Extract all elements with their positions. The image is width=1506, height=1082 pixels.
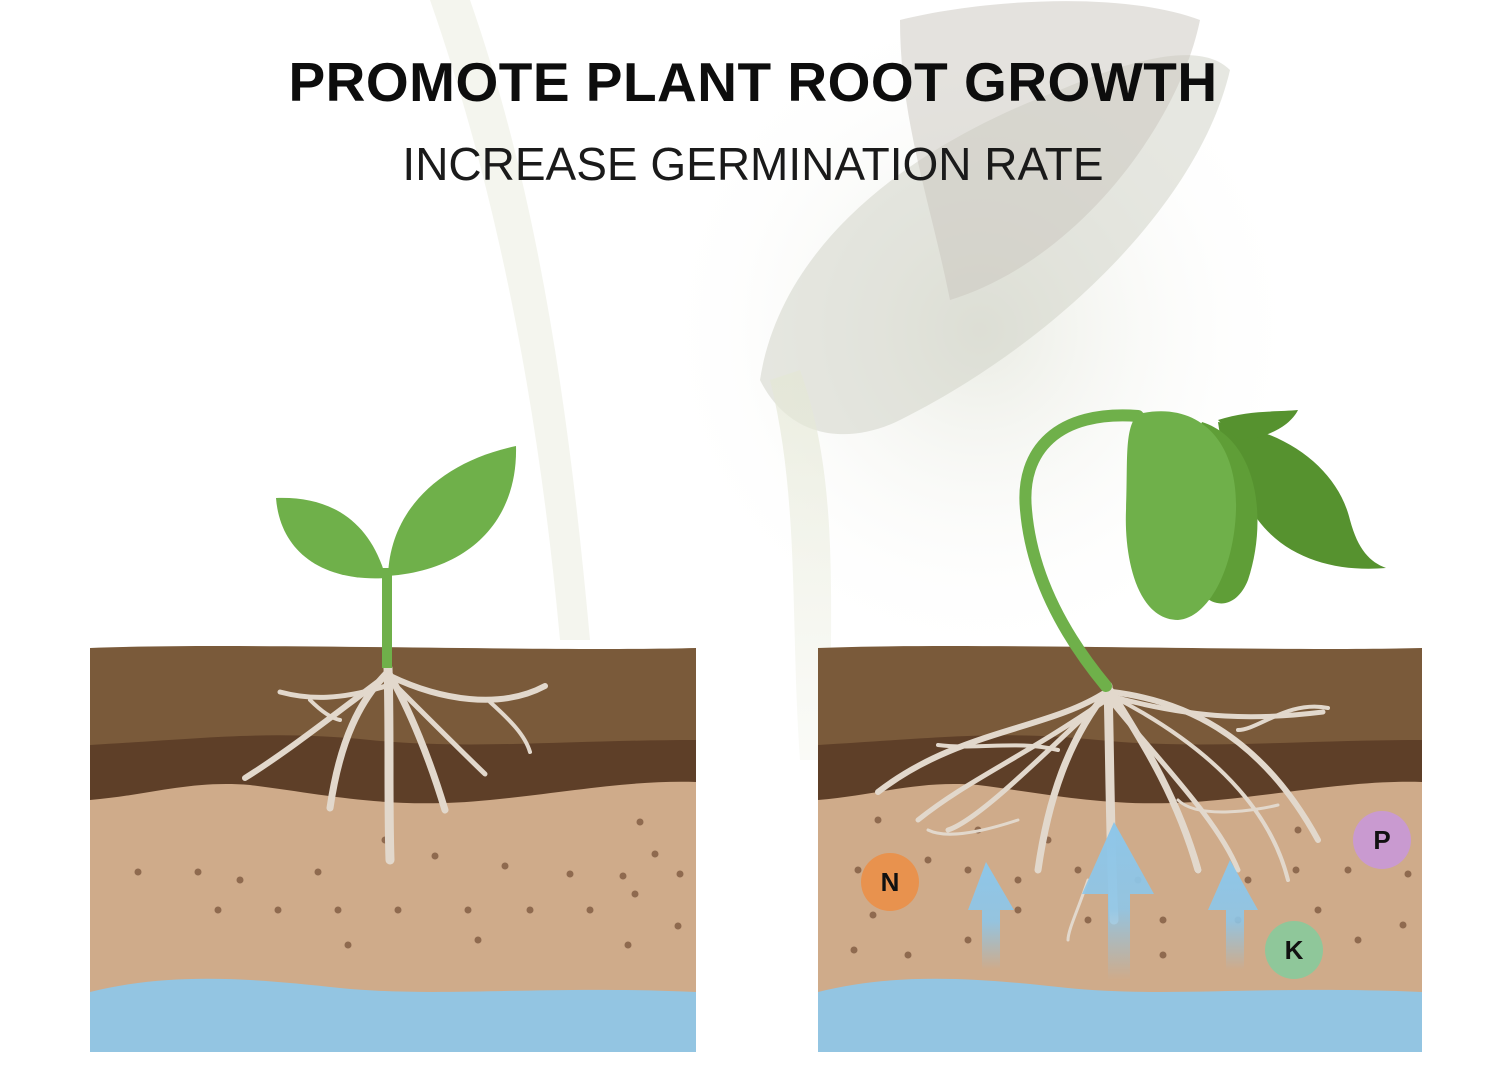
groundwater-layer xyxy=(818,978,1422,1052)
panel-small-seedling xyxy=(90,446,696,1060)
back-leaf xyxy=(1218,422,1386,569)
arrow-left xyxy=(968,862,1014,970)
svg-text:K: K xyxy=(1285,935,1304,965)
panel-large-seedling: N P K xyxy=(818,409,1424,1060)
stem-small xyxy=(382,568,392,668)
stem-large xyxy=(1019,409,1144,692)
cotyledon-left xyxy=(1125,411,1237,620)
nutrient-uptake-arrows xyxy=(968,822,1258,980)
left-leaf xyxy=(276,497,386,579)
nutrient-k: K xyxy=(1265,921,1323,979)
roots-small xyxy=(242,663,548,865)
nutrient-n: N xyxy=(861,853,919,911)
page-title: PROMOTE PLANT ROOT GROWTH xyxy=(288,51,1218,113)
svg-text:P: P xyxy=(1373,825,1390,855)
groundwater-layer xyxy=(90,978,696,1052)
page-subtitle: INCREASE GERMINATION RATE xyxy=(402,138,1104,190)
nutrient-p: P xyxy=(1353,811,1411,869)
right-leaf xyxy=(388,446,517,576)
arrow-center xyxy=(1082,822,1154,980)
arrow-right xyxy=(1208,860,1258,970)
soil-particles xyxy=(134,818,684,949)
svg-text:N: N xyxy=(881,867,900,897)
back-leaf-tip xyxy=(1218,410,1298,440)
